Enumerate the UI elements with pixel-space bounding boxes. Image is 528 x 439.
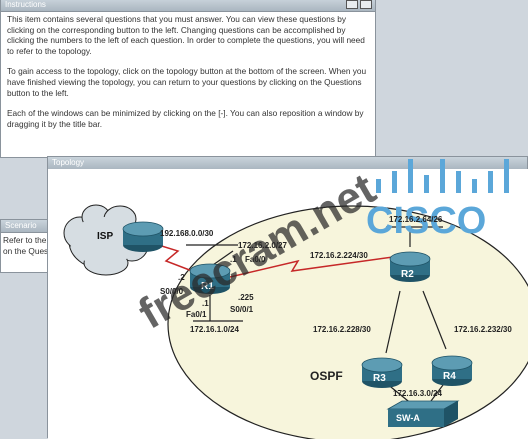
- instructions-paragraph: This item contains several questions tha…: [7, 14, 365, 56]
- r1-r2-serial-link: [229, 256, 394, 278]
- instructions-paragraph: Each of the windows can be minimized by …: [7, 108, 364, 129]
- scenario-text: on the Ques: [3, 245, 49, 256]
- instructions-paragraph: To gain access to the topology, click on…: [7, 66, 367, 98]
- scenario-body: Refer to the on the Ques: [1, 233, 51, 256]
- isp-link-label: 192.168.0.0/30: [160, 229, 214, 238]
- scenario-title: Scenario: [5, 221, 37, 230]
- r1-s000-ip-label: .2: [178, 273, 185, 282]
- r1-fa00-label: Fa0/0: [245, 255, 266, 264]
- r2-r3-link-label: 172.16.2.228/30: [313, 325, 371, 334]
- r2-r3-link: [385, 290, 401, 354]
- ospf-label: OSPF: [310, 369, 343, 383]
- maximize-button[interactable]: [360, 0, 372, 9]
- r2-r4-link-label: 172.16.2.232/30: [454, 325, 512, 334]
- scenario-window[interactable]: Scenario Refer to the on the Ques: [0, 219, 52, 273]
- router-r4[interactable]: [431, 355, 473, 386]
- r1-lan-bottom-label: 172.16.1.0/24: [190, 325, 239, 334]
- router-isp[interactable]: [122, 221, 164, 252]
- sw-a-label: SW-A: [396, 413, 420, 423]
- instructions-window[interactable]: Instructions This item contains several …: [0, 0, 376, 158]
- topology-diagram: CISCO ISP R1 R2 R3 R4 SW-A OSPF 192.168.…: [48, 159, 528, 439]
- r1-fa01-label: Fa0/1: [186, 310, 207, 319]
- instructions-titlebar[interactable]: Instructions: [1, 0, 375, 12]
- r1-fa00-host-label: .1: [230, 255, 237, 264]
- router-r2[interactable]: [389, 251, 431, 282]
- isp-label: ISP: [97, 231, 114, 242]
- instructions-title: Instructions: [5, 0, 46, 9]
- r1-r2-link-label: 172.16.2.224/30: [310, 251, 368, 260]
- r1-lan-top-label: 172.16.2.0/27: [238, 241, 287, 250]
- r1-fa01-ip-label: .1: [202, 299, 209, 308]
- topology-svg: [63, 204, 528, 439]
- r2-label: R2: [401, 269, 414, 280]
- scenario-titlebar[interactable]: Scenario: [1, 220, 51, 233]
- cisco-logo-text: CISCO: [366, 200, 486, 239]
- instructions-body: This item contains several questions tha…: [1, 12, 375, 141]
- r1-s000-label: S0/0/0: [160, 287, 184, 296]
- r1-s001-ip-label: .225: [238, 293, 254, 302]
- switch-sw-a[interactable]: [386, 400, 460, 427]
- scenario-text: Refer to the: [3, 235, 47, 245]
- r4-label: R4: [443, 371, 456, 382]
- router-r3[interactable]: [361, 357, 403, 388]
- r3-r4-lan-label: 172.16.3.0/24: [393, 389, 442, 398]
- router-r1[interactable]: [189, 263, 231, 294]
- r2-r4-link: [422, 290, 447, 350]
- topology-window[interactable]: Topology: [47, 156, 528, 439]
- ospf-area: [167, 205, 528, 439]
- r2-lan-label: 172.16.2.64/26: [389, 215, 443, 224]
- minimize-button[interactable]: [346, 0, 358, 9]
- r1-s001-label: S0/0/1: [230, 305, 254, 314]
- r1-label: R1: [201, 281, 214, 292]
- r3-label: R3: [373, 373, 386, 384]
- topology-title: Topology: [52, 158, 85, 167]
